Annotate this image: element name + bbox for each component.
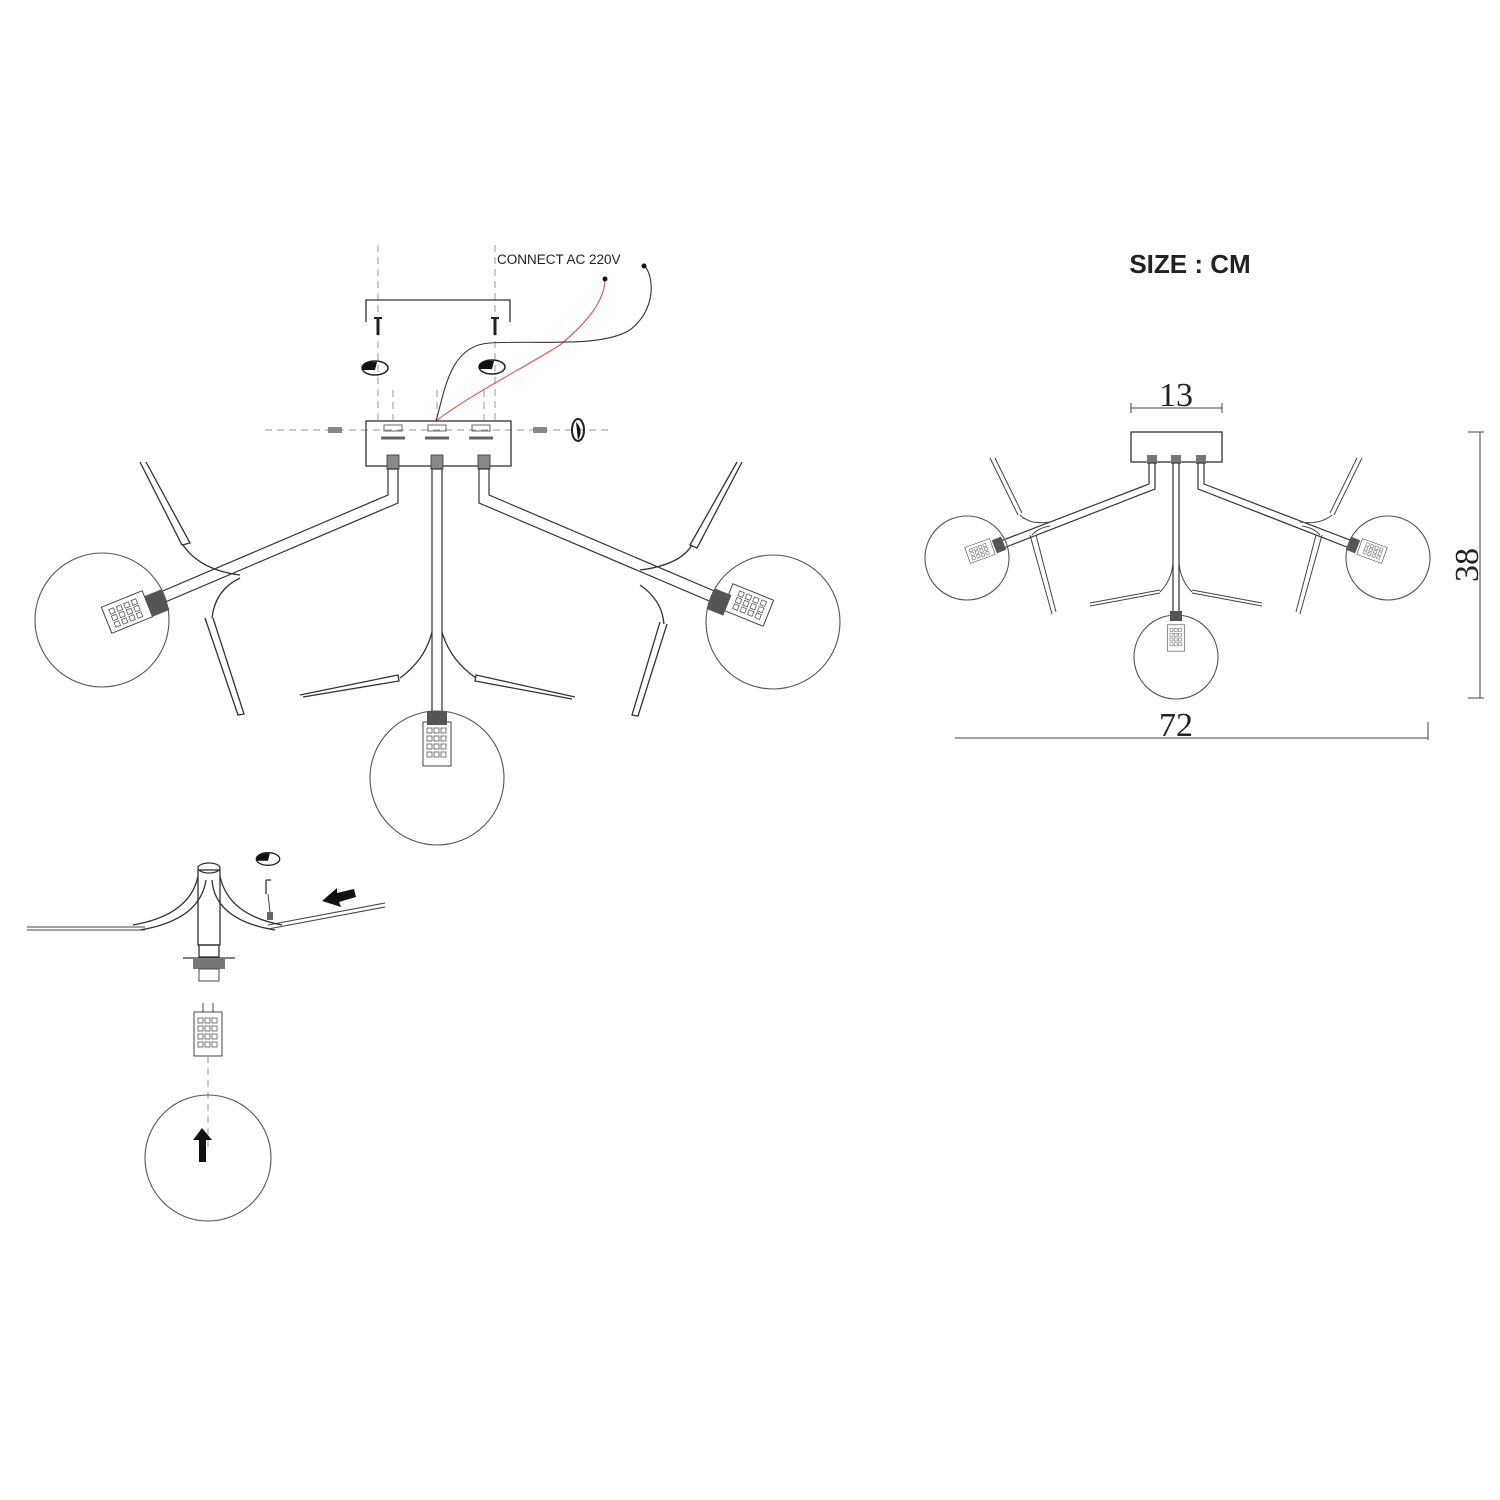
screw-icon [491, 317, 499, 335]
bulb-icon [721, 583, 775, 627]
left-arm [157, 468, 399, 604]
mounting-bracket [365, 299, 511, 322]
unit-label: SIZE : CM [1129, 249, 1250, 279]
dimension-view: SIZE : CM 13 38 72 [924, 249, 1486, 744]
arrow-up-icon [193, 1128, 212, 1162]
globe-left [34, 552, 170, 688]
neutral-wire [435, 265, 652, 422]
live-wire [435, 279, 606, 422]
arrow-left-icon [322, 888, 356, 907]
wire-label: CONNECT AC 220V [497, 252, 621, 267]
canopy-width-label: 13 [1159, 377, 1193, 414]
right-arm [478, 468, 720, 604]
wire-end-icon [602, 276, 608, 282]
screw-icon [374, 317, 382, 335]
globe-fitting-detail [27, 852, 386, 1222]
decor-leaves [139, 461, 743, 717]
wire-end-icon [641, 263, 647, 269]
exploded-assembly-view: CONNECT AC 220V [34, 245, 841, 846]
globe-right [705, 554, 841, 690]
overall-width-label: 72 [1159, 707, 1193, 744]
globe-detail [144, 1094, 272, 1222]
side-screw-icon [328, 427, 547, 433]
height-label: 38 [1449, 548, 1486, 582]
cap-nut-icon [571, 418, 585, 442]
nut-icon [361, 360, 389, 376]
nut-icon [255, 852, 281, 866]
bulb-icon [193, 1011, 223, 1057]
globe-center [369, 710, 505, 846]
center-arm [431, 468, 443, 715]
bulb-icon [422, 721, 452, 767]
nut-icon [478, 359, 506, 375]
